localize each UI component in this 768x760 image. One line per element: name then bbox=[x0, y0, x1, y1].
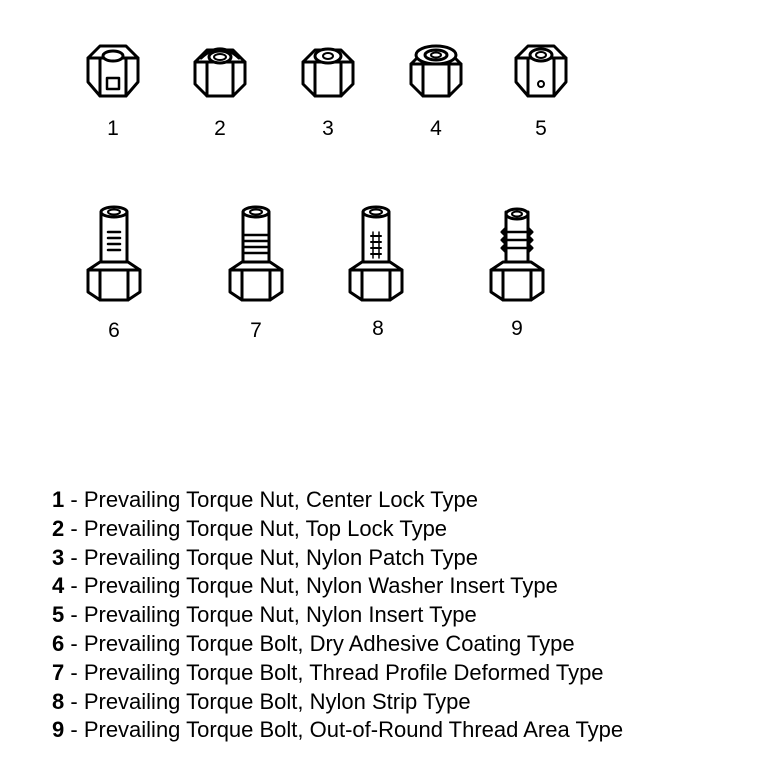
nut-3-nylon-patch-icon bbox=[301, 47, 355, 98]
legend-text: Prevailing Torque Bolt, Thread Profile D… bbox=[83, 659, 604, 685]
nut-5-nylon-insert-icon bbox=[514, 44, 568, 98]
legend-number: 8 bbox=[52, 688, 65, 714]
legend-item: 1 - Prevailing Torque Nut, Center Lock T… bbox=[52, 486, 623, 515]
legend-text: Prevailing Torque Nut, Top Lock Type bbox=[83, 515, 448, 541]
nut-2-top-lock-icon bbox=[193, 47, 247, 98]
legend-item: 5 - Prevailing Torque Nut, Nylon Insert … bbox=[52, 601, 623, 630]
fastener-illustrations bbox=[86, 44, 568, 302]
legend-item: 3 - Prevailing Torque Nut, Nylon Patch T… bbox=[52, 544, 623, 573]
legend-separator: - bbox=[64, 515, 84, 541]
legend-list: 1 - Prevailing Torque Nut, Center Lock T… bbox=[52, 486, 623, 745]
legend-number: 2 bbox=[52, 515, 65, 541]
nut-4-nylon-washer-icon bbox=[409, 44, 463, 98]
bolt-8-nylon-strip-icon bbox=[348, 205, 404, 302]
legend-number: 1 bbox=[52, 487, 65, 512]
legend-item: 9 - Prevailing Torque Bolt, Out-of-Round… bbox=[52, 716, 623, 745]
legend-separator: - bbox=[64, 717, 84, 743]
legend-text: Prevailing Torque Nut, Nylon Insert Type bbox=[83, 602, 477, 628]
nut-1-center-lock-icon bbox=[86, 44, 140, 98]
legend-number: 3 bbox=[52, 544, 65, 570]
figure-number-9: 9 bbox=[511, 317, 523, 340]
figure-number-5: 5 bbox=[535, 117, 547, 140]
legend-separator: - bbox=[64, 630, 84, 656]
legend-text: Prevailing Torque Bolt, Dry Adhesive Coa… bbox=[83, 630, 575, 656]
legend-item: 7 - Prevailing Torque Bolt, Thread Profi… bbox=[52, 659, 623, 688]
legend-number: 5 bbox=[52, 602, 65, 628]
figure-number-2: 2 bbox=[214, 117, 226, 140]
legend-item: 6 - Prevailing Torque Bolt, Dry Adhesive… bbox=[52, 630, 623, 659]
legend-separator: - bbox=[64, 688, 84, 714]
legend-item: 4 - Prevailing Torque Nut, Nylon Washer … bbox=[52, 572, 623, 601]
legend-text: Prevailing Torque Nut, Nylon Patch Type bbox=[83, 544, 478, 570]
legend-separator: - bbox=[64, 487, 84, 512]
legend-text: Prevailing Torque Bolt, Nylon Strip Type bbox=[83, 688, 471, 714]
legend-number: 7 bbox=[52, 659, 65, 685]
figure-number-1: 1 bbox=[107, 117, 119, 140]
figure-number-4: 4 bbox=[430, 117, 442, 140]
figure-number-8: 8 bbox=[372, 317, 384, 340]
legend-separator: - bbox=[64, 573, 84, 599]
figure-number-7: 7 bbox=[250, 319, 262, 342]
legend-number: 6 bbox=[52, 630, 65, 656]
legend-item: 2 - Prevailing Torque Nut, Top Lock Type bbox=[52, 515, 623, 544]
legend-item: 8 - Prevailing Torque Bolt, Nylon Strip … bbox=[52, 688, 623, 717]
legend-separator: - bbox=[64, 602, 84, 628]
legend-number: 4 bbox=[52, 573, 65, 599]
bolt-9-out-of-round-icon bbox=[489, 207, 545, 302]
legend-separator: - bbox=[64, 544, 84, 570]
legend-text: Prevailing Torque Nut, Center Lock Type bbox=[83, 487, 478, 512]
legend-separator: - bbox=[64, 659, 84, 685]
bolt-6-dry-adhesive-icon bbox=[86, 205, 142, 302]
figure-number-6: 6 bbox=[108, 319, 120, 342]
bolt-7-thread-deformed-icon bbox=[228, 205, 284, 302]
figure-number-3: 3 bbox=[322, 117, 334, 140]
legend-number: 9 bbox=[52, 717, 65, 743]
legend-text: Prevailing Torque Nut, Nylon Washer Inse… bbox=[83, 573, 558, 599]
legend-text: Prevailing Torque Bolt, Out-of-Round Thr… bbox=[83, 717, 624, 743]
